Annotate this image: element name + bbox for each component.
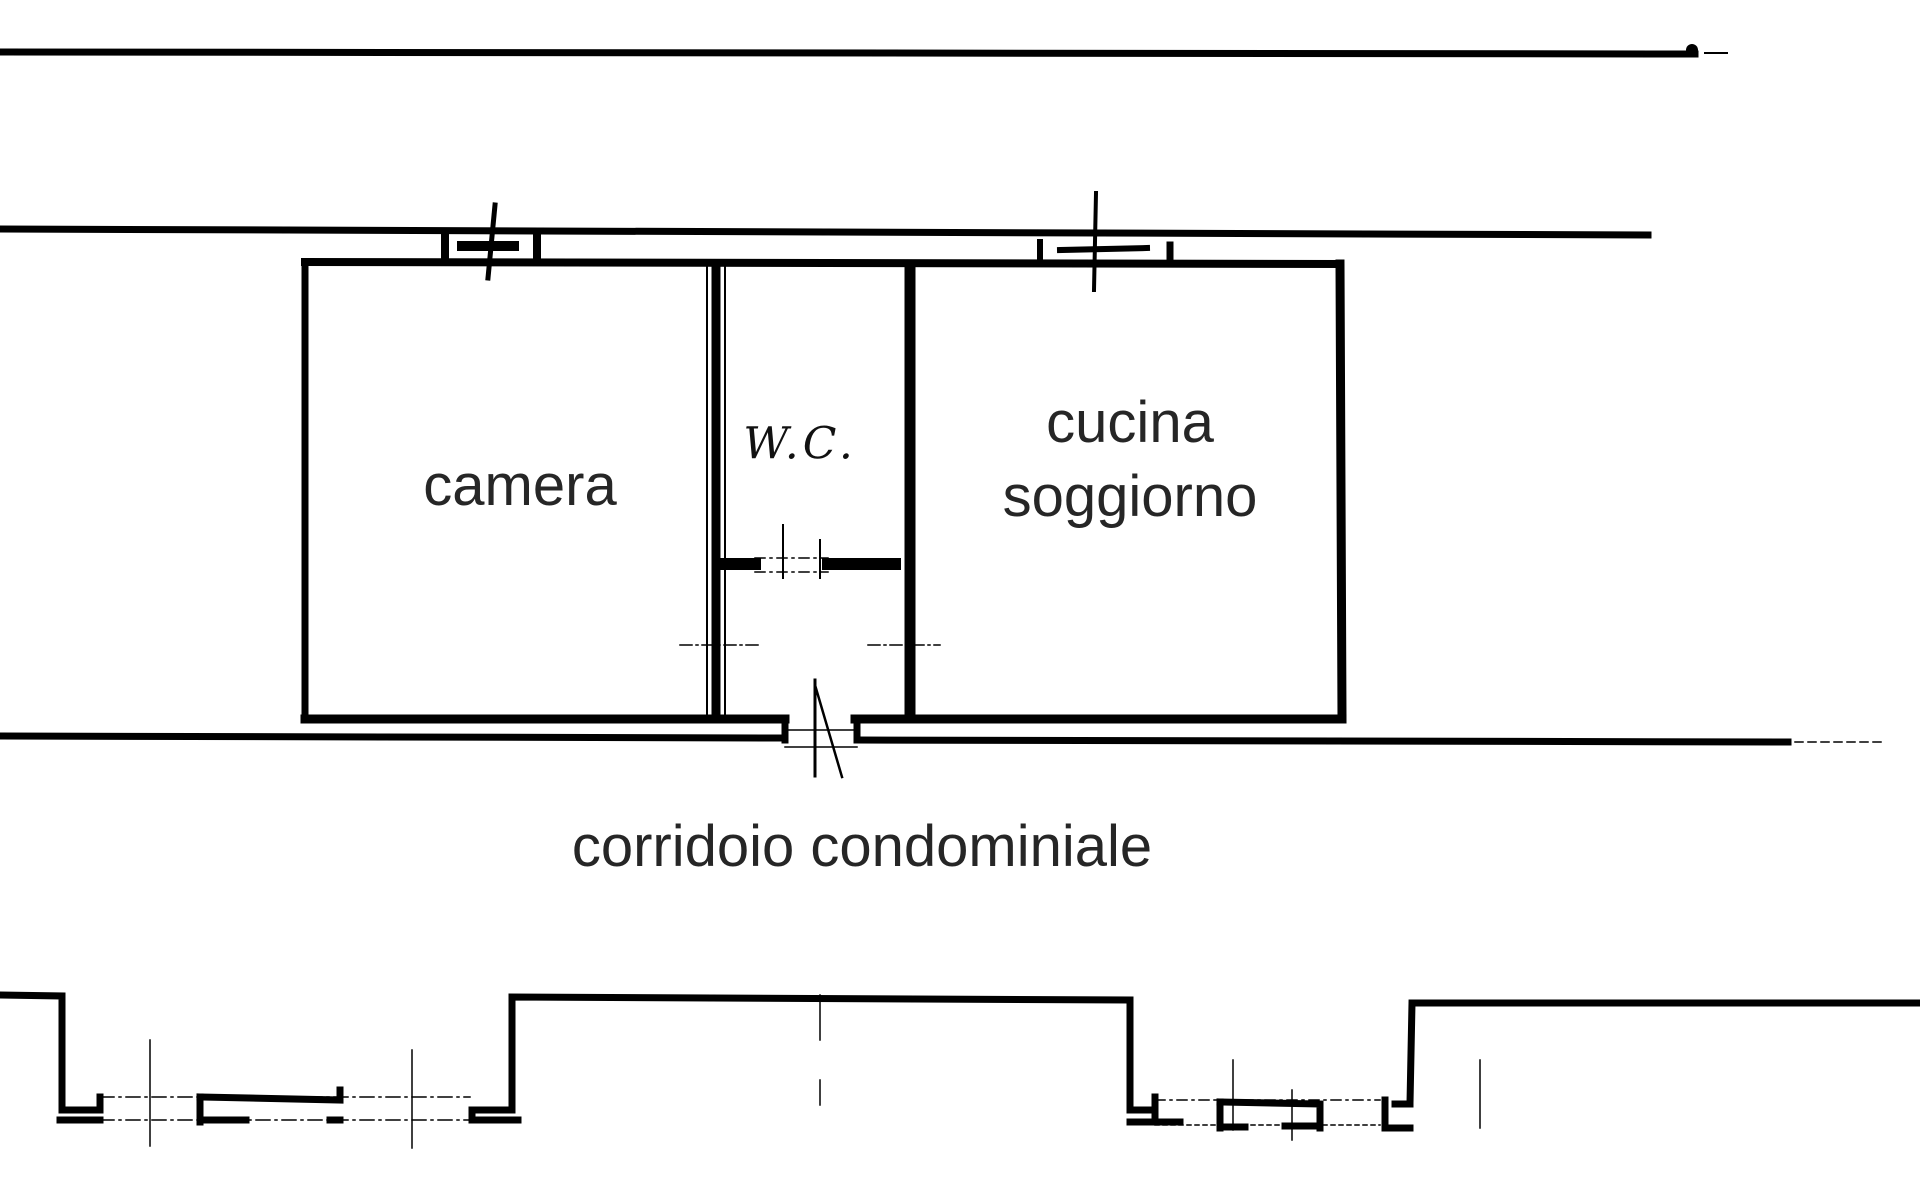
room-label-cucina-soggiorno: cucina soggiorno [1003,386,1258,534]
room-label-camera: camera [423,453,617,519]
corridor-wall-line [0,715,1887,748]
partition-walls [706,260,916,721]
bottom-construction-lines [99,994,1481,1149]
corridor-label: corridoio condominiale [571,814,1153,880]
room-label-cucina: cucina [1046,390,1214,455]
room-label-soggiorno: soggiorno [1002,464,1258,529]
outer-wall-line-top [0,48,1699,58]
window-cucina [1037,190,1174,293]
wall-end-marker [1686,44,1698,56]
entrance-door [813,678,844,779]
wc-door [719,524,901,579]
construction-lines [679,599,941,691]
room-label-wc: W.C. [743,418,857,470]
building-outline-bottom [0,991,1920,1132]
window-camera [441,202,541,281]
facade-wall-line [0,225,1652,239]
